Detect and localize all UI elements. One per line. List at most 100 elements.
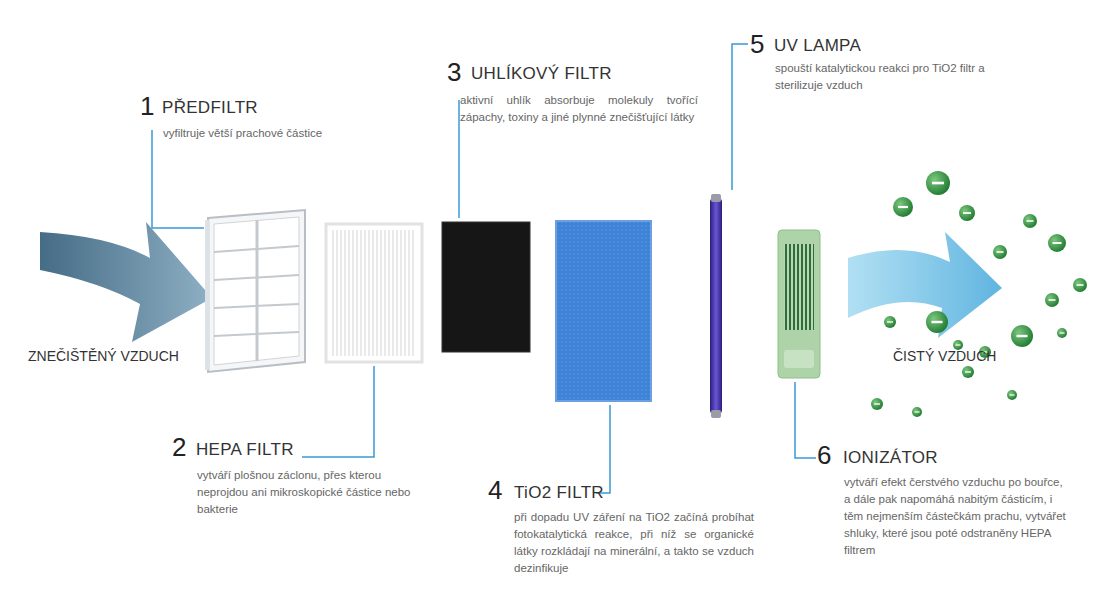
ion-minus <box>965 371 971 372</box>
polluted-air-arrow <box>40 222 212 342</box>
ion <box>912 407 922 417</box>
ion-circle <box>962 366 974 378</box>
air-label-box: ZNEČIŠTĚNÝ VZDUCH <box>28 347 179 365</box>
ion-minus <box>887 321 893 322</box>
ion-minus <box>1017 335 1028 337</box>
ion <box>962 366 974 378</box>
part-name-box: UV LAMPA <box>774 36 861 56</box>
part-description: vytváří plošnou záclonu, přes kterou nep… <box>197 467 422 518</box>
ion-minus <box>1053 242 1062 244</box>
ionizer <box>778 230 820 378</box>
callout-number-box: 2 <box>172 433 186 461</box>
ion-minus <box>1027 220 1034 222</box>
hepa-filter <box>326 224 422 362</box>
ion <box>884 316 896 328</box>
callout-number-box: 3 <box>447 58 461 86</box>
ion-minus <box>932 182 944 185</box>
callout-number-box: 6 <box>817 441 831 469</box>
carbon-filter <box>442 222 530 352</box>
leader-line <box>152 130 204 228</box>
part-name-box: UHLÍKOVÝ FILTR <box>471 64 612 84</box>
ion-circle <box>959 205 975 221</box>
ion-circle <box>993 245 1007 259</box>
ion-circle <box>893 197 913 217</box>
part-description-box: vyfiltruje větší prachové částice <box>163 125 393 142</box>
callout-number-box: 5 <box>750 30 764 58</box>
ion-minus <box>898 206 908 208</box>
part-description: při dopadu UV záření na TiO2 začíná prob… <box>514 509 754 577</box>
ion-group <box>871 171 1087 417</box>
callout-number: 3 <box>447 58 461 86</box>
ion <box>1007 390 1017 400</box>
ion <box>926 311 948 333</box>
ion-circle <box>926 311 948 333</box>
prefilter <box>205 210 305 372</box>
ion-circle <box>926 171 950 195</box>
ion <box>1023 214 1037 228</box>
part-description: spouští katalytickou reakci pro TiO2 fil… <box>775 60 990 94</box>
leader-line <box>596 405 610 493</box>
ion-minus <box>963 212 971 214</box>
ion <box>959 205 975 221</box>
ion-circle <box>1023 214 1037 228</box>
part-name: UV LAMPA <box>774 36 861 56</box>
ion-circle <box>1007 390 1017 400</box>
callout-number-box: 1 <box>140 92 154 120</box>
ion-circle <box>1057 328 1067 338</box>
air-label: ČISTÝ VZDUCH <box>893 347 996 365</box>
part-description-box: spouští katalytickou reakci pro TiO2 fil… <box>775 60 990 94</box>
ion-circle <box>912 407 922 417</box>
part-description: aktivní uhlík absorbuje molekuly tvořící… <box>460 92 698 126</box>
ion-minus <box>997 251 1004 253</box>
ion-minus <box>1049 299 1056 301</box>
part-name: UHLÍKOVÝ FILTR <box>471 64 612 84</box>
part-description: vyfiltruje větší prachové částice <box>163 125 393 142</box>
callout-number: 1 <box>140 92 154 120</box>
part-name-box: PŘEDFILTR <box>162 98 258 118</box>
leader-line <box>458 100 460 218</box>
ion <box>1057 328 1067 338</box>
ion <box>893 197 913 217</box>
leader-lines <box>152 44 816 493</box>
ion-minus <box>874 403 880 404</box>
part-name-box: IONIZÁTOR <box>843 448 938 468</box>
ion <box>1048 234 1066 252</box>
ion-circle <box>871 398 883 410</box>
callout-number: 4 <box>488 476 502 504</box>
part-description-box: aktivní uhlík absorbuje molekuly tvořící… <box>460 92 698 126</box>
ion-circle <box>1011 325 1033 347</box>
ion-minus <box>956 344 961 345</box>
part-name-box: HEPA FILTR <box>196 440 294 460</box>
ion <box>993 245 1007 259</box>
uv-lamp <box>710 194 722 418</box>
leader-line <box>795 382 816 458</box>
ion-circle <box>1048 234 1066 252</box>
ion <box>1073 278 1087 292</box>
air-label-box: ČISTÝ VZDUCH <box>893 347 996 365</box>
ion-circle <box>884 316 896 328</box>
part-description: vytváří efekt čerstvého vzduchu po bouřc… <box>844 474 1069 559</box>
ion <box>1045 293 1059 307</box>
ion-minus <box>1077 284 1084 286</box>
ion-minus <box>932 321 943 323</box>
part-name: PŘEDFILTR <box>162 98 258 118</box>
ion-circle <box>1045 293 1059 307</box>
leader-line <box>732 44 748 190</box>
callout-number: 5 <box>750 30 764 58</box>
leader-line <box>302 366 374 457</box>
part-name-box: TiO2 FILTR <box>514 483 604 503</box>
part-name: HEPA FILTR <box>196 440 294 460</box>
ion <box>871 398 883 410</box>
ion-minus <box>1060 332 1065 333</box>
part-description-box: vytváří efekt čerstvého vzduchu po bouřc… <box>844 474 1069 559</box>
callout-number-box: 4 <box>488 476 502 504</box>
ion <box>926 171 950 195</box>
part-description-box: při dopadu UV záření na TiO2 začíná prob… <box>514 509 754 577</box>
callout-number: 2 <box>172 433 186 461</box>
part-description-box: vytváří plošnou záclonu, přes kterou nep… <box>197 467 422 518</box>
part-name: TiO2 FILTR <box>514 483 604 503</box>
tio2-filter <box>556 221 651 401</box>
air-label: ZNEČIŠTĚNÝ VZDUCH <box>28 347 179 365</box>
ion <box>1011 325 1033 347</box>
